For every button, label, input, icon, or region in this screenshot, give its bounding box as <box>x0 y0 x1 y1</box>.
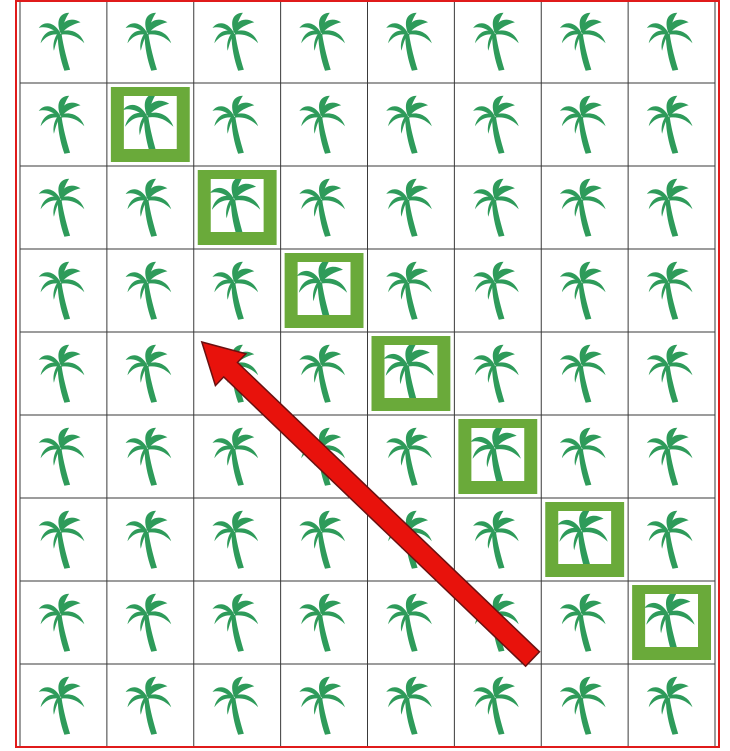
palm-tree-icon <box>212 262 258 320</box>
palm-tree-icon <box>297 259 347 323</box>
grid-lines <box>20 0 715 747</box>
palm-tree-icon <box>299 13 345 71</box>
palm-tree-icon <box>647 262 693 320</box>
palm-tree-icon <box>560 428 606 486</box>
palm-tree-icon <box>471 425 521 489</box>
palm-tree-icon <box>126 677 172 735</box>
grid-cells <box>39 13 695 735</box>
palm-tree-icon <box>386 594 432 652</box>
palm-tree-icon <box>212 677 258 735</box>
palm-tree-icon <box>557 508 607 572</box>
palm-tree-icon <box>560 677 606 735</box>
palm-tree-icon <box>473 677 519 735</box>
palm-tree-icon <box>647 677 693 735</box>
palm-tree-icon <box>39 428 85 486</box>
palm-tree-icon <box>647 179 693 237</box>
palm-tree-icon <box>386 96 432 154</box>
palm-tree-icon <box>473 345 519 403</box>
palm-tree-icon <box>647 13 693 71</box>
palm-tree-icon <box>299 511 345 569</box>
palm-tree-icon <box>473 96 519 154</box>
palm-tree-icon <box>647 511 693 569</box>
palm-tree-icon <box>384 342 434 406</box>
palm-tree-icon <box>212 594 258 652</box>
palm-tree-icon <box>212 511 258 569</box>
palm-tree-icon <box>39 262 85 320</box>
palm-tree-icon <box>473 262 519 320</box>
palm-tree-icon <box>560 179 606 237</box>
palm-tree-icon <box>647 428 693 486</box>
palm-tree-icon <box>126 428 172 486</box>
palm-tree-icon <box>123 93 173 157</box>
palm-tree-icon <box>39 179 85 237</box>
palm-tree-icon <box>210 176 260 240</box>
palm-tree-icon <box>126 179 172 237</box>
palm-tree-icon <box>473 179 519 237</box>
palm-tree-icon <box>126 262 172 320</box>
palm-tree-icon <box>560 13 606 71</box>
palm-tree-icon <box>644 591 694 655</box>
palm-tree-icon <box>39 13 85 71</box>
palm-tree-icon <box>473 511 519 569</box>
palm-tree-icon <box>126 511 172 569</box>
palm-tree-icon <box>560 262 606 320</box>
palm-tree-icon <box>212 96 258 154</box>
palm-tree-icon <box>126 594 172 652</box>
palm-tree-icon <box>126 13 172 71</box>
palm-tree-icon <box>39 345 85 403</box>
palm-tree-icon <box>299 345 345 403</box>
palm-tree-icon <box>212 428 258 486</box>
palm-tree-icon <box>39 677 85 735</box>
palm-tree-icon <box>386 428 432 486</box>
palm-tree-icon <box>386 13 432 71</box>
palm-tree-icon <box>473 13 519 71</box>
highlight-frames <box>111 87 711 660</box>
palm-tree-icon <box>299 179 345 237</box>
palm-tree-icon <box>299 677 345 735</box>
palm-tree-icon <box>386 677 432 735</box>
palm-tree-icon <box>126 345 172 403</box>
palm-tree-icon <box>299 96 345 154</box>
palm-tree-icon <box>39 96 85 154</box>
palm-tree-icon <box>560 594 606 652</box>
palm-tree-icon <box>39 511 85 569</box>
palm-tree-icon <box>386 262 432 320</box>
palm-tree-icon <box>39 594 85 652</box>
palm-tree-icon <box>647 345 693 403</box>
palm-tree-icon <box>386 179 432 237</box>
palm-tree-icon <box>299 594 345 652</box>
palm-tree-icon <box>560 345 606 403</box>
palm-tree-icon <box>212 13 258 71</box>
palm-tree-icon <box>647 96 693 154</box>
palm-tree-icon <box>560 96 606 154</box>
